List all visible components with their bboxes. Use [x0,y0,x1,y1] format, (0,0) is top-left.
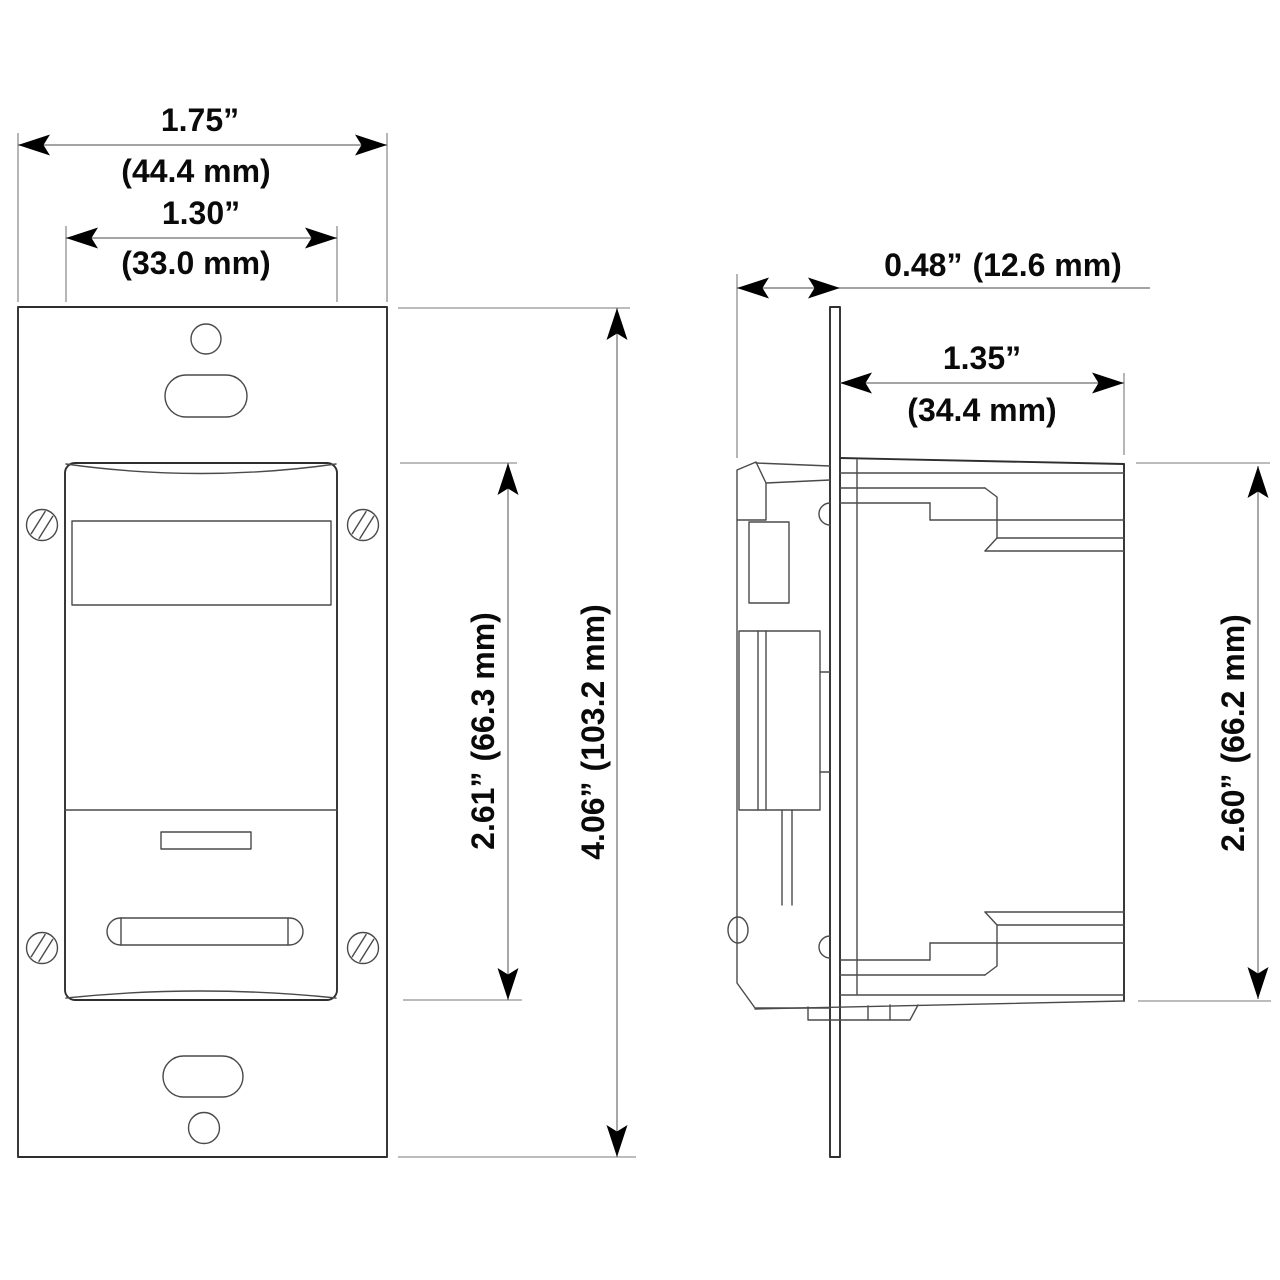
arrowhead [840,372,872,394]
arrowhead [808,277,840,299]
arrowhead [355,134,387,156]
top-mounting-hole [190,323,222,355]
yoke-top-tab [736,461,767,521]
screw-bottom-left [25,931,59,965]
dim-side-body-depth: 1.35” (34.4 mm) [840,340,1125,455]
arrowhead [66,227,98,249]
arrowhead [18,134,50,156]
dim-label: 1.75” [161,102,239,138]
mounting-yoke [727,461,831,1009]
dim-front-total-height: 4.06” (103.2 mm) [398,307,636,1158]
dim-front-body-height: 2.61” (66.3 mm) [400,462,522,1001]
arrowhead [497,968,519,1000]
lens-window [71,520,332,606]
screw-bump-top [818,502,831,526]
screw-top-left [25,508,59,542]
side-view [727,306,1125,1158]
body-bottom-edge [754,1000,1125,1010]
yoke-upper-block [748,521,790,604]
dim-side-body-height: 2.60” (66.2 mm) [1136,462,1271,1002]
arrowhead [737,277,769,299]
dim-inches: 2.60” [1215,774,1251,852]
dim-front-outer-width: 1.75” (44.4 mm) [17,102,388,302]
bottom-mounting-slot [162,1055,244,1098]
dim-side-mount-depth: 0.48” (12.6 mm) [736,247,1150,458]
lens-top-curve [65,463,337,475]
screw-bottom-right [346,931,380,965]
sensor-body [64,462,338,1001]
dim-label: 1.35” [943,340,1021,376]
faceplate-edge-bar [829,306,841,1158]
top-mounting-slot [164,374,248,418]
yoke-back-edge [736,519,831,1009]
arrowhead [1092,372,1124,394]
arrowhead [606,308,628,340]
dim-mm: (66.2 mm) [1215,614,1251,763]
dim-front-inner-width: 1.30” (33.0 mm) [65,195,338,302]
faceplate-outline [17,306,388,1158]
dim-label: (34.4 mm) [907,392,1056,428]
dim-inches: 0.48” [884,247,962,283]
bottom-tab [807,1004,919,1021]
arrowhead [606,1125,628,1157]
lens-bottom-curve [65,990,337,999]
led-window [160,831,252,850]
front-view [17,306,388,1158]
dim-inches: 4.06” [575,781,611,859]
dim-label: (33.0 mm) [121,245,270,281]
dim-label: 2.61” (66.3 mm) [465,612,501,850]
yoke-screw-head [727,916,749,944]
screw-top-right [346,508,380,542]
switch-module-body [738,630,821,811]
dim-mm: (12.6 mm) [972,247,1121,283]
dim-label: 0.48” (12.6 mm) [884,247,1122,283]
dim-inches: 2.61” [465,772,501,850]
body-top-edge [839,457,1125,465]
dim-label: 4.06” (103.2 mm) [575,604,611,859]
screw-bump-bottom [818,935,831,959]
arrowhead [1247,967,1269,999]
dim-label: (44.4 mm) [121,153,270,189]
switch-paddle-slot [106,917,304,946]
bottom-mounting-hole [187,1111,221,1145]
dim-mm: (66.3 mm) [465,612,501,761]
sensor-body-side [754,457,1125,1021]
arrowhead [1247,466,1269,498]
dim-label: 2.60” (66.2 mm) [1215,614,1251,852]
arrowhead [497,463,519,495]
dim-label: 1.30” [162,195,240,231]
arrowhead [305,227,337,249]
dim-mm: (103.2 mm) [575,604,611,771]
